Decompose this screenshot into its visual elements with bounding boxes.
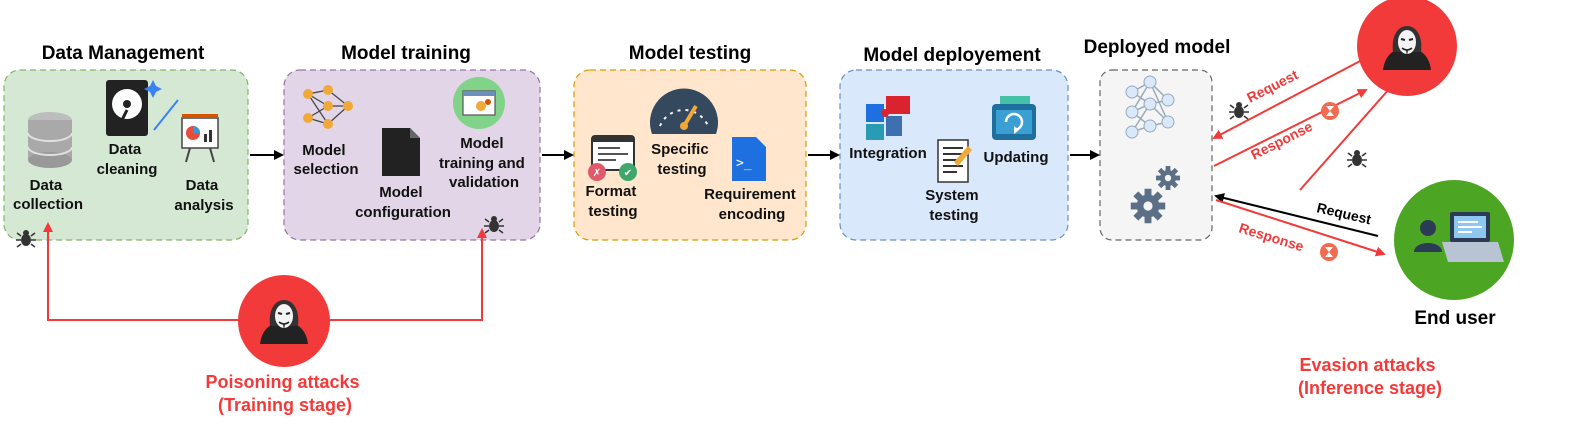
model-validation-label: Model training and validation	[439, 135, 529, 191]
attacker-request-label: Request	[1244, 66, 1301, 105]
svg-text:✗: ✗	[593, 168, 601, 179]
user-response-arrow	[1215, 199, 1386, 257]
updating-label: Updating	[984, 149, 1049, 166]
model-selection-label: Model selection	[293, 142, 358, 178]
attacker-request-arrow	[1212, 59, 1363, 139]
svg-text:✔: ✔	[624, 168, 632, 179]
poisoning-hacker-icon	[238, 275, 330, 367]
model-deployment-title: Model deployement	[863, 45, 1041, 66]
model-configuration-label: Model configuration	[355, 184, 451, 221]
integration-label: Integration	[849, 145, 927, 162]
specific-testing-label: Specific testing	[651, 141, 713, 178]
evasion-attacks-label: Evasion attacks (Inference stage)	[1298, 355, 1442, 398]
deployed-model-title: Deployed model	[1084, 37, 1231, 58]
end-user-icon	[1394, 180, 1514, 300]
data-management-box	[3, 69, 249, 241]
neural-network-icon	[1125, 75, 1175, 139]
user-request-arrow	[1214, 193, 1379, 237]
model-training-title: Model training	[341, 43, 471, 64]
gear-icon	[1130, 188, 1166, 224]
document-icon	[382, 128, 420, 176]
hourglass-icon	[1321, 102, 1339, 120]
code-window-icon: ✗ ✔	[588, 135, 637, 181]
gear-window-icon	[453, 77, 505, 129]
data-cleaning-label: Data cleaning	[97, 141, 158, 178]
model-testing-title: Model testing	[629, 43, 751, 64]
requirement-encoding-label: Requirement encoding	[704, 186, 800, 223]
data-analysis-label: Data analysis	[174, 177, 233, 214]
attacker-response-arrow	[1213, 89, 1368, 167]
attacker-hacker-icon	[1357, 0, 1457, 96]
attacker-to-user-link	[1299, 87, 1391, 191]
poisoning-link-right	[330, 228, 487, 321]
data-management-title: Data Management	[42, 43, 205, 64]
bug-icon	[1228, 101, 1250, 120]
terminal-icon: >_	[732, 137, 766, 181]
poisoning-attacks-label: Poisoning attacks (Training stage)	[205, 372, 364, 415]
update-folder-icon	[992, 96, 1036, 140]
neural-network-icon	[303, 85, 353, 129]
attacker-response-label: Response	[1248, 118, 1315, 163]
system-testing-label: System testing	[925, 187, 983, 224]
poisoning-link-left	[43, 222, 238, 321]
easel-chart-icon	[181, 114, 219, 163]
svg-text:>_: >_	[736, 156, 752, 171]
database-icon	[27, 112, 73, 168]
end-user-label: End user	[1414, 308, 1496, 329]
data-collection-label: Data collection	[13, 177, 83, 213]
format-testing-label: Format testing	[585, 183, 640, 220]
gauge-icon	[650, 88, 718, 134]
bug-icon	[1346, 149, 1368, 168]
hourglass-icon	[1320, 243, 1338, 261]
edit-doc-icon	[937, 139, 972, 183]
gear-icon	[1156, 166, 1180, 190]
model-testing-box	[573, 69, 807, 241]
puzzle-icon	[866, 96, 910, 140]
hard-drive-icon	[106, 80, 179, 136]
